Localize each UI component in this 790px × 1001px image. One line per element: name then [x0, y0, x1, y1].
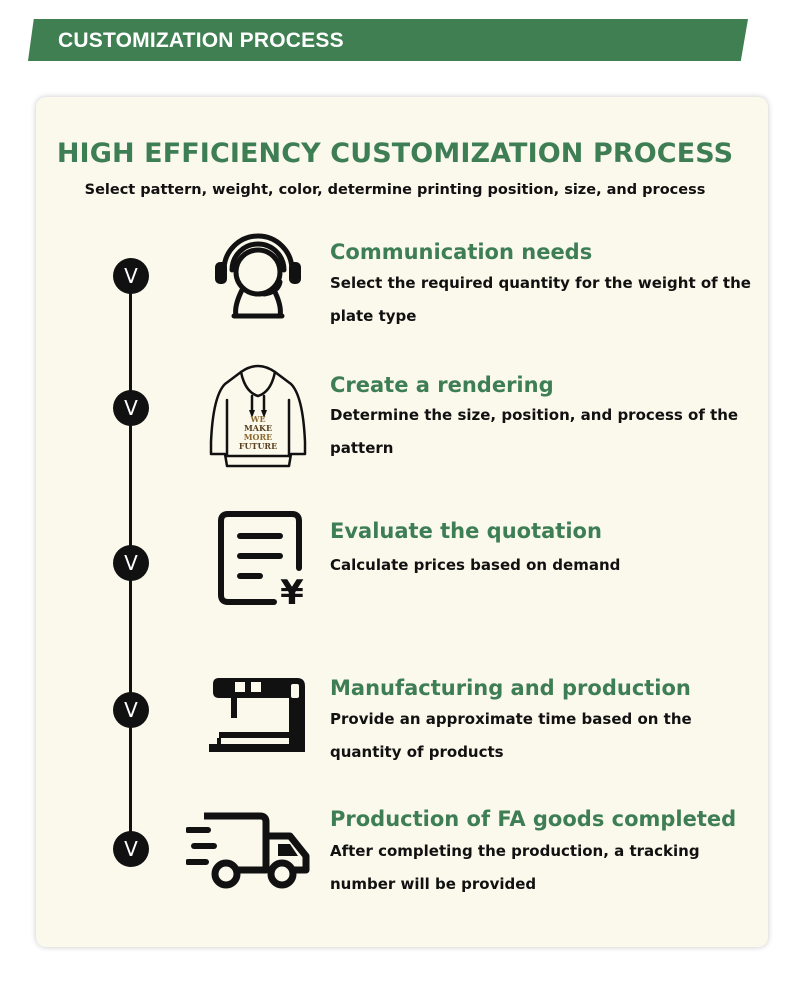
step-marker: V	[113, 545, 149, 581]
step-description: Calculate prices based on demand	[330, 556, 621, 574]
step-description: After completing the production, a track…	[330, 842, 700, 893]
step-title: Evaluate the quotation	[330, 519, 602, 543]
step-title: Create a rendering	[330, 373, 554, 397]
section-banner	[28, 19, 748, 61]
step-marker: V	[113, 390, 149, 426]
hoodie-icon: WE MAKE MORE FUTURE	[209, 364, 307, 468]
quotation-icon: ¥	[218, 511, 304, 608]
step-description: Determine the size, position, and proces…	[330, 406, 739, 457]
page-title: HIGH EFFICIENCY CUSTOMIZATION PROCESS	[56, 138, 734, 169]
step-description: Select the required quantity for the wei…	[330, 274, 751, 325]
step-description: Provide an approximate time based on the…	[330, 710, 692, 761]
step-marker: V	[113, 831, 149, 867]
hoodie-print-line: WE	[249, 414, 265, 424]
hoodie-print-line: FUTURE	[239, 441, 277, 451]
hoodie-print-line: MAKE	[244, 423, 272, 433]
yen-symbol: ¥	[280, 573, 304, 608]
headset-icon	[215, 233, 301, 319]
banner-label: CUSTOMIZATION PROCESS	[58, 29, 344, 52]
delivery-truck-icon	[186, 812, 310, 889]
hoodie-print-line: MORE	[244, 432, 273, 442]
sewing-machine-icon	[209, 678, 305, 752]
step-title: Production of FA goods completed	[330, 807, 737, 831]
step-title: Manufacturing and production	[330, 676, 691, 700]
process-card	[36, 97, 768, 947]
page-subtitle: Select pattern, weight, color, determine…	[84, 182, 706, 198]
step-title: Communication needs	[330, 240, 593, 264]
step-marker: V	[113, 692, 149, 728]
step-marker: V	[113, 258, 149, 294]
